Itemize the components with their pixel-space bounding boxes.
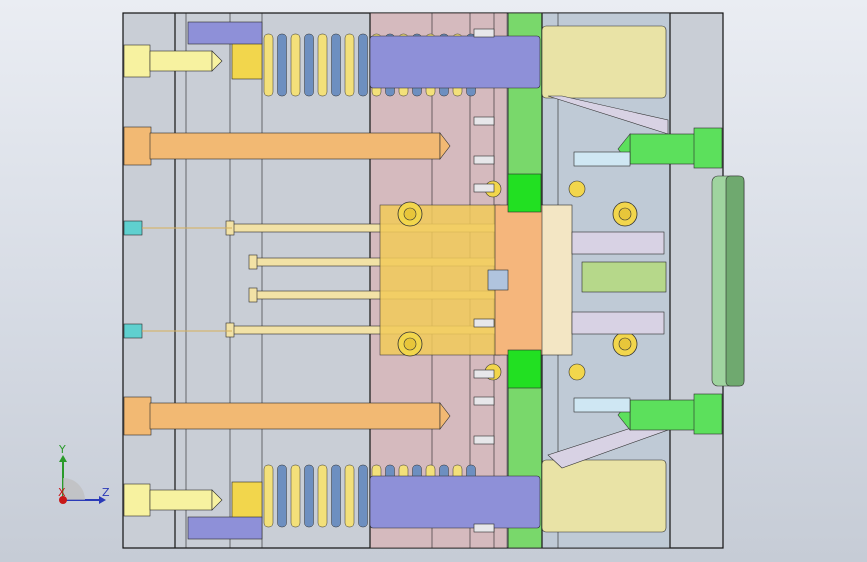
- spring-coil: [277, 464, 287, 528]
- ejector-pin-head: [248, 254, 258, 270]
- socket-bolt: [473, 396, 495, 406]
- dowel-pin: [568, 180, 586, 198]
- spring-coil: [277, 33, 287, 97]
- triad-x-label: X: [58, 486, 66, 499]
- guide-pin-tip: [211, 489, 223, 511]
- clamp-plate-bottom: [541, 459, 667, 533]
- guide-pin: [149, 50, 213, 72]
- support-pillar: [571, 231, 665, 255]
- spring-coil: [344, 464, 355, 528]
- cap-screw-socket: [403, 207, 417, 221]
- spring-coil: [263, 464, 274, 528]
- stop-block: [187, 516, 263, 540]
- socket-bolt: [473, 369, 495, 379]
- cap-screw-socket: [618, 207, 632, 221]
- clamp-plate-top: [541, 25, 667, 99]
- green-slide-block: [507, 173, 542, 213]
- ejector-pin-head: [248, 287, 258, 303]
- spring-coil: [358, 33, 368, 97]
- spring-coil: [290, 33, 301, 97]
- triad-z-label: Z: [102, 486, 110, 499]
- ejector-pin-head: [225, 322, 235, 338]
- spring-coil: [304, 464, 314, 528]
- core-insert: [541, 204, 573, 356]
- stop-block: [187, 21, 263, 45]
- return-pin-tip: [439, 402, 451, 430]
- spring-coil: [331, 33, 341, 97]
- leader-pin-head: [693, 127, 723, 169]
- spring-coil: [331, 464, 341, 528]
- spring-coil: [344, 33, 355, 97]
- support-pillar-green: [581, 261, 667, 293]
- dowel-pin: [568, 363, 586, 381]
- leader-pin: [629, 133, 697, 165]
- spring-coil: [290, 464, 301, 528]
- spring-coil: [263, 33, 274, 97]
- guide-pin-head: [123, 483, 151, 517]
- cap-screw-socket: [403, 337, 417, 351]
- return-pin-head: [123, 396, 152, 436]
- socket-bolt: [473, 435, 495, 445]
- triad-z-arrowhead: [99, 496, 106, 504]
- green-slide-block: [507, 349, 542, 389]
- guide-bushing: [231, 481, 263, 519]
- guide-bushing-long: [369, 475, 541, 529]
- return-pin-tip: [439, 132, 451, 160]
- socket-bolt: [473, 318, 495, 328]
- spring-coil: [317, 33, 328, 97]
- socket-bolt: [473, 155, 495, 165]
- spring-coil: [358, 464, 368, 528]
- slider-rod: [573, 151, 631, 167]
- guide-bushing: [231, 42, 263, 80]
- triad-y-arrowhead: [59, 455, 67, 462]
- guide-pin-tip: [211, 50, 223, 72]
- ejector-stop-tip: [123, 323, 143, 339]
- return-pin: [149, 132, 441, 160]
- guide-bushing-long: [369, 35, 541, 89]
- spring-coil: [317, 464, 328, 528]
- leader-pin-head: [693, 393, 723, 435]
- socket-bolt: [473, 523, 495, 533]
- cap-screw-socket: [618, 337, 632, 351]
- sprue-bush: [487, 269, 509, 291]
- angle-pin: [547, 95, 669, 135]
- guide-pin: [149, 489, 213, 511]
- ejector-stop-tip: [123, 220, 143, 236]
- socket-bolt: [473, 116, 495, 126]
- spring-coil: [304, 33, 314, 97]
- return-pin: [149, 402, 441, 430]
- socket-bolt: [473, 28, 495, 38]
- ejector-retainer: [379, 204, 501, 356]
- triad-plane-indicator: [63, 478, 85, 500]
- slider-rod: [573, 397, 631, 413]
- socket-bolt: [473, 183, 495, 193]
- return-pin-head: [123, 126, 152, 166]
- triad-x-axis: [59, 496, 67, 504]
- triad-y-label: Y: [59, 443, 66, 456]
- leader-pin: [629, 399, 697, 431]
- guide-pin-head: [123, 44, 151, 78]
- locating-ring-face: [725, 175, 745, 387]
- support-pillar: [571, 311, 665, 335]
